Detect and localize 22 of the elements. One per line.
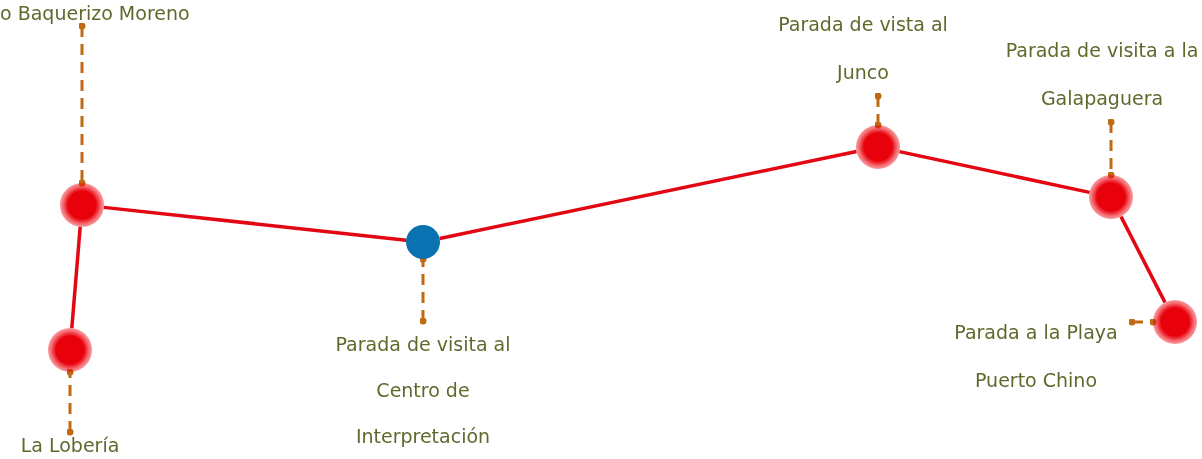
stop-marker [856, 125, 900, 169]
route-line [70, 226, 82, 329]
stop-marker [1153, 300, 1197, 344]
stop-label: Parada de visita al Centro de Interpretación [327, 321, 519, 459]
leader-line [78, 22, 86, 187]
route-line [1119, 215, 1167, 304]
stop-label: o Baquerizo Moreno [0, 0, 230, 26]
route-line [103, 205, 407, 242]
stop-marker [60, 183, 104, 227]
leader-line [1107, 118, 1115, 179]
stop-label: Parada a la Playa Puerto Chino [940, 308, 1132, 404]
stop-marker [48, 328, 92, 372]
stop-marker [406, 225, 440, 259]
stop-label: Parada de vista al Junco [758, 0, 968, 96]
stop-marker [1089, 175, 1133, 219]
leader-line [1128, 318, 1157, 326]
route-line [439, 149, 857, 241]
stop-label: La Lobería [0, 432, 140, 458]
route-line [899, 149, 1090, 195]
stop-label: Parada de visita a la Galapaguera [1002, 26, 1202, 122]
leader-line [874, 92, 882, 129]
leader-line [66, 368, 74, 436]
